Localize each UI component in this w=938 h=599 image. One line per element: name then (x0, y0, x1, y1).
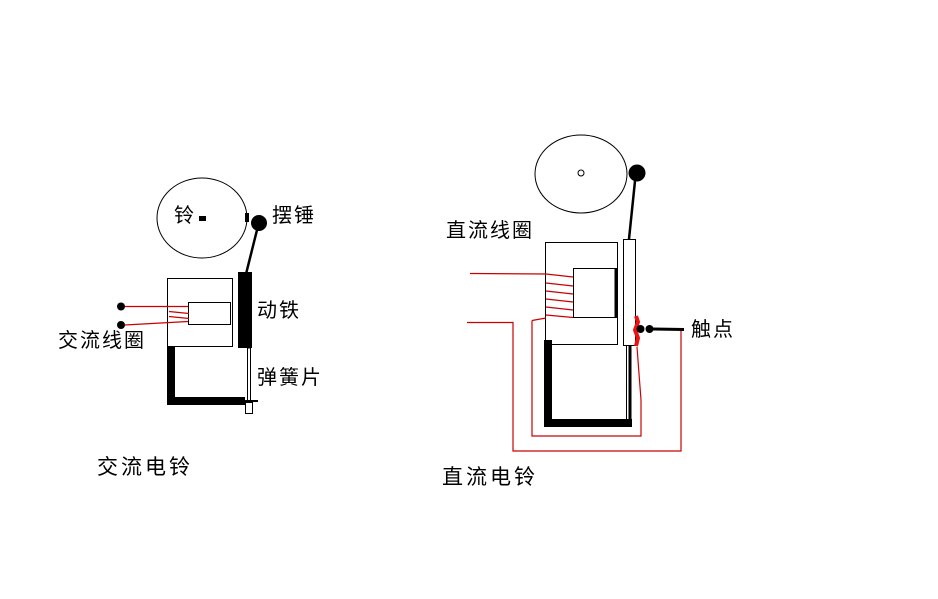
label-armature: 动铁 (257, 300, 301, 322)
armature-blade (623, 239, 636, 346)
coil-wire-top (469, 272, 547, 275)
coil-wire-out (531, 317, 547, 322)
coil-inner-rect (573, 268, 617, 318)
dc-bell-group (467, 134, 685, 452)
terminal-dot (117, 302, 125, 311)
coil-winding-line (545, 306, 574, 311)
label-ac-coil: 交流线圈 (58, 330, 146, 352)
contact-dot (636, 325, 645, 333)
frame-left-bar (544, 340, 552, 427)
armature-bar (238, 272, 252, 348)
caption-dc-bell: 直流电铃 (442, 465, 538, 489)
coil-winding-line (545, 282, 574, 287)
frame-left-bar (167, 347, 175, 405)
coil-outer-rect (545, 242, 618, 345)
coil-winding-line (545, 290, 574, 295)
label-spring: 弹簧片 (257, 367, 323, 389)
frame-bottom-bar (167, 397, 245, 405)
coil-wire-bottom (124, 320, 189, 326)
coil-winding-line (168, 315, 190, 320)
label-bell: 铃 (174, 205, 196, 227)
terminal-dot (117, 321, 125, 329)
wire-loop-outer (467, 321, 682, 452)
bell-center-dot (577, 169, 585, 177)
label-hammer: 摆锤 (272, 205, 316, 227)
contact-arm (652, 327, 685, 331)
bell-strike-mark (245, 213, 249, 222)
hammer-ball (251, 215, 267, 231)
moving-contact-red-mark (632, 315, 641, 347)
coil-winding-line (545, 314, 574, 319)
coil-winding-line (168, 310, 190, 315)
label-contact: 触点 (691, 319, 735, 341)
spring-anchor-block (245, 402, 253, 414)
coil-winding-line (545, 273, 574, 278)
hammer-ball (628, 164, 646, 182)
coil-outer-rect (167, 278, 233, 347)
hammer-rod (244, 229, 259, 275)
spring-strip (247, 347, 251, 402)
ac-bell-group (117, 177, 267, 414)
frame-bottom-bar (544, 419, 632, 427)
contact-dot (645, 325, 654, 333)
hammer-rod (627, 180, 637, 240)
label-dc-coil: 直流线圈 (446, 220, 534, 242)
caption-ac-bell: 交流电铃 (97, 455, 193, 479)
coil-winding-line (545, 298, 574, 303)
wire-loop-inner (531, 320, 642, 437)
coil-inner-rect (188, 302, 231, 325)
bell-clapper-mark (199, 216, 206, 221)
